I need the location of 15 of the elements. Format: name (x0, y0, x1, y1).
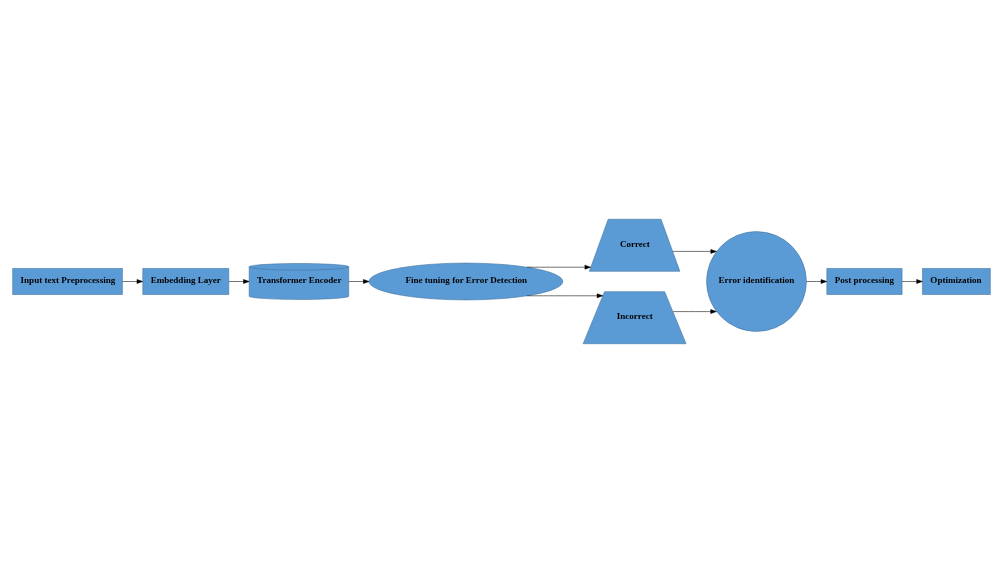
arrow (228, 279, 249, 284)
node-ellipse: Fine tuning for Error Detection (368, 262, 563, 301)
node-box: Embedding Layer (142, 268, 229, 295)
arrow (805, 279, 827, 284)
arrow (348, 279, 369, 284)
node-circle: Error identification (705, 231, 807, 332)
arrow (901, 279, 923, 284)
arrow (526, 264, 591, 270)
arrow (526, 293, 603, 299)
node-box: Optimization (921, 268, 991, 295)
node-box: Post processing (826, 268, 902, 295)
arrow (672, 249, 717, 254)
arrow (672, 309, 717, 314)
arrow (121, 279, 143, 284)
node-box: Input text Preprocessing (11, 268, 123, 295)
